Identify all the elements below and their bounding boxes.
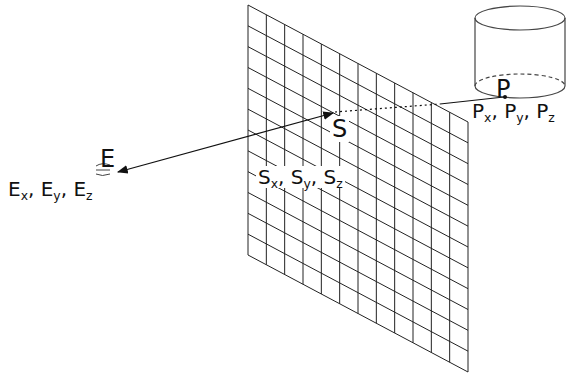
object-point-coordinates: Px, Py, Pz (470, 100, 557, 122)
image-plane-grid (248, 5, 468, 372)
hidden-ray (335, 104, 440, 112)
object-point-label: P (494, 76, 512, 102)
eye-label: E (98, 146, 117, 172)
screen-point-label: S (330, 116, 349, 142)
screen-point-coordinates: Sx, Sy, Sz (256, 166, 345, 188)
eye-coordinates: Ex, Ey, Ez (6, 178, 95, 200)
cylinder (475, 6, 565, 98)
view-ray (118, 113, 333, 172)
